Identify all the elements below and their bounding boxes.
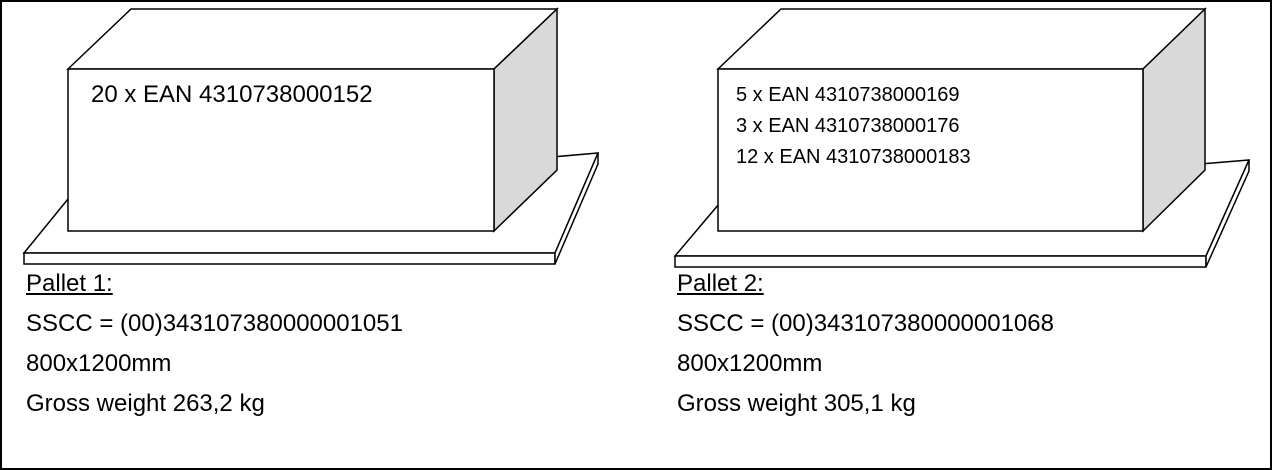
pallet-2-box-line-2: 3 x EAN 4310738000176	[736, 115, 960, 137]
pallet-2-base-side	[1205, 159, 1250, 268]
pallet-2-box-line-1: 5 x EAN 4310738000169	[736, 84, 960, 106]
pallet-2-box-top	[716, 8, 1207, 70]
pallet-2-weight: Gross weight 305,1 kg	[677, 390, 916, 417]
pallet-2-box-line-3: 12 x EAN 4310738000183	[736, 146, 971, 168]
pallet-2-box	[716, 7, 1207, 233]
pallet-1-box-line-1: 20 x EAN 4310738000152	[91, 81, 373, 108]
pallet-1-base-front	[23, 252, 556, 265]
pallet-2-sscc: SSCC = (00)343107380000001068	[677, 310, 1054, 337]
pallet-1-box-top	[66, 8, 559, 70]
pallet-1-sscc: SSCC = (00)343107380000001051	[26, 310, 403, 337]
pallet-1-base-side	[554, 152, 599, 265]
pallet-2-dimensions: 800x1200mm	[677, 350, 823, 377]
pallet-1-box	[66, 7, 559, 233]
pallet-2-base-front	[674, 255, 1207, 268]
pallet-1-weight: Gross weight 263,2 kg	[26, 390, 265, 417]
pallet-1-heading: Pallet 1:	[26, 270, 113, 297]
pallet-2-heading: Pallet 2:	[677, 270, 764, 297]
pallet-1-box-front	[67, 68, 495, 232]
pallet-1-dimensions: 800x1200mm	[26, 350, 172, 377]
pallet-2-box-front	[717, 68, 1144, 232]
